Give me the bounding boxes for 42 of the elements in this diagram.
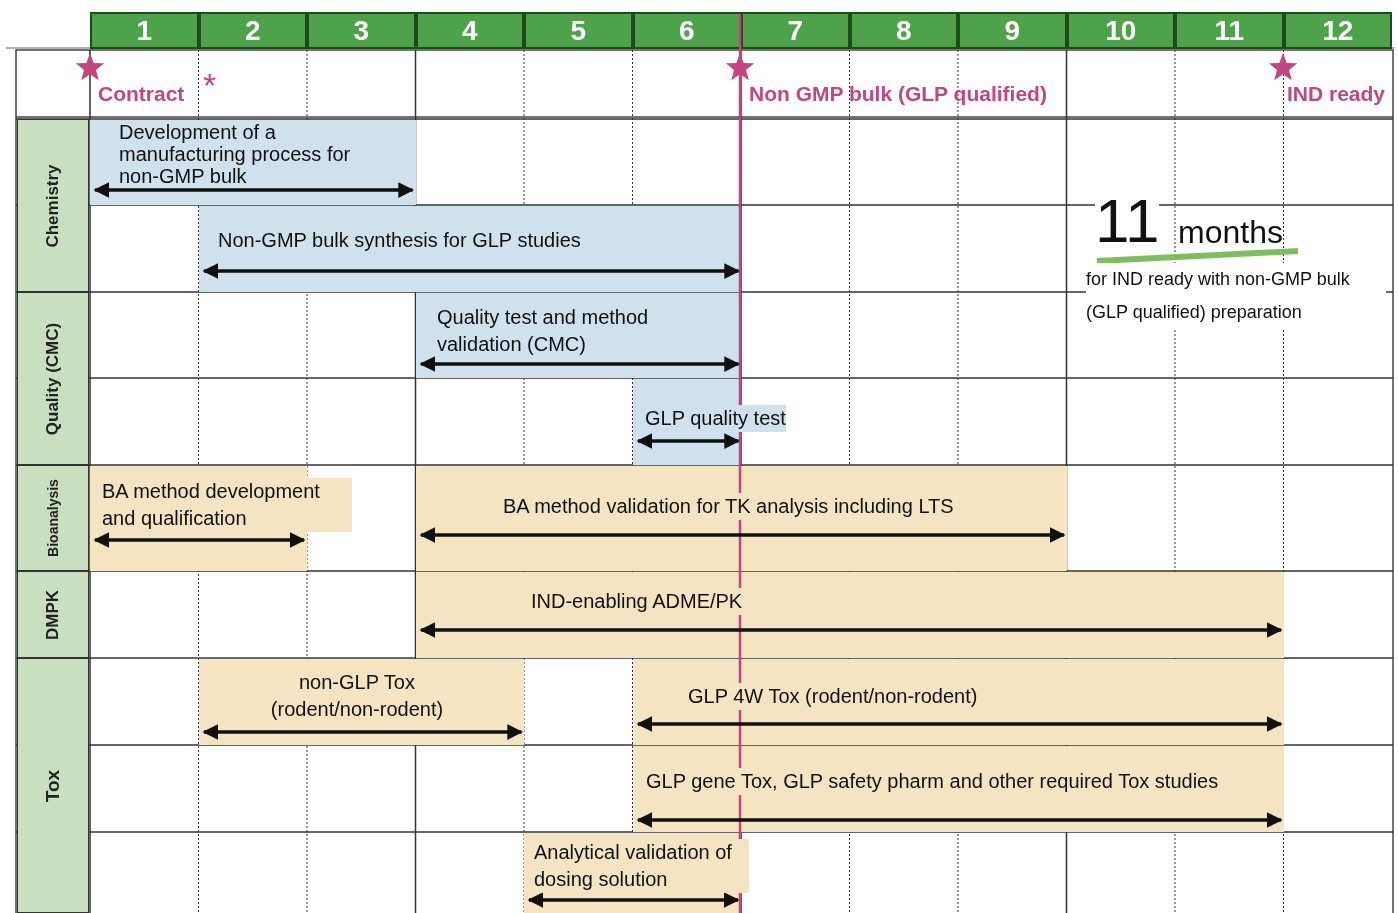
task-bar [198,206,741,292]
task-label: Analytical validation of dosing solution [534,839,749,893]
task-bar [415,293,741,378]
task-label: BA method validation for TK analysis including LTS [503,493,954,520]
task-bar [632,659,1284,745]
milestone-label: IND ready [1287,82,1386,106]
footnote-mark: * [203,66,217,105]
month-header: 6 [632,12,741,49]
task-bar [415,572,1284,658]
task-label: GLP gene Tox, GLP safety pharm and other required Tox studies [646,768,1219,795]
month-header: 4 [415,12,524,49]
category-band [17,465,89,571]
category-band [17,658,89,913]
milestone-label: Non GMP bulk (GLP qualified) [749,82,1047,106]
month-header: 10 [1066,12,1175,49]
month-header: 7 [741,12,850,49]
milestone-label: Contract [98,82,185,106]
category-label: Chemistry [43,163,63,248]
month-header: 11 [1175,12,1284,49]
category-band [17,292,89,465]
category-band [17,571,89,658]
task-bar [90,120,416,205]
task-bar [198,659,524,745]
task-label: GLP quality test [645,405,786,432]
task-label: BA method development and qualification [102,478,352,532]
category-label: DMPK [43,589,63,640]
month-header: 5 [524,12,633,49]
task-label: GLP 4W Tox (rodent/non-rodent) [688,683,978,710]
month-header: 8 [849,12,958,49]
category-band [17,119,89,292]
month-header: 1 [90,12,199,49]
task-label: IND-enabling ADME/PK [531,588,743,615]
month-header: 9 [958,12,1067,49]
month-header: 3 [307,12,416,49]
month-header: 12 [1283,12,1392,49]
task-bar [415,466,1067,571]
duration-note: for IND ready with non-GMP bulk (GLP qualified) preparation [1086,263,1386,329]
category-label: Tox [42,769,64,802]
category-label: Bioanalysis [45,479,61,557]
task-bar [632,746,1284,832]
category-label: Quality (CMC) [43,322,63,435]
month-header: 2 [198,12,307,49]
